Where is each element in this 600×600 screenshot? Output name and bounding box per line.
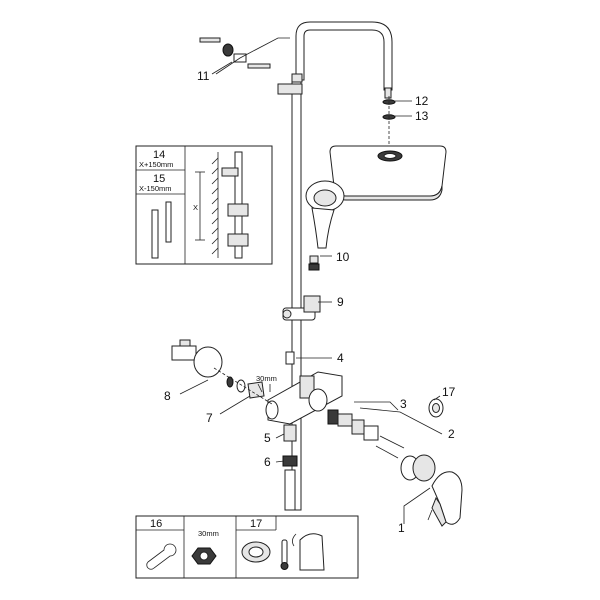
nut-6 (282, 455, 298, 467)
cap-17 (428, 398, 444, 418)
overhead-shower-head (329, 145, 447, 201)
callout-12: 12 (415, 94, 429, 108)
hand-shower-slider (282, 295, 321, 321)
callout-13: 13 (415, 109, 429, 123)
tools-label-16: 16 (150, 518, 162, 530)
callout-11: 11 (197, 69, 210, 83)
inset-spec-14: X+150mm (139, 160, 173, 169)
screw-set-11 (199, 37, 271, 69)
tools-label-17: 17 (250, 518, 262, 530)
callout-17: 17 (442, 385, 456, 399)
callout-4: 4 (337, 351, 344, 365)
inset-spec-15: X-150mm (139, 184, 172, 193)
callout-3: 3 (400, 397, 407, 411)
inset-dim-x: X (193, 203, 198, 212)
tools-panel: 16 17 30mm (135, 515, 359, 579)
inset-label-15: 15 (153, 173, 165, 185)
callout-1: 1 (398, 521, 405, 535)
inset-label-14: 14 (153, 149, 165, 161)
lever-handle-1 (427, 471, 463, 527)
hand-shower (305, 180, 345, 249)
callout-9: 9 (337, 295, 344, 309)
wall-bracket-top (277, 73, 303, 95)
seal-washer-7 (226, 376, 265, 399)
hose-seal-10 (308, 255, 320, 271)
callout-6: 6 (264, 455, 271, 469)
connector-5 (283, 424, 297, 442)
riser-insert-4 (285, 351, 295, 365)
wall-connector-8 (171, 339, 223, 378)
callout-2: 2 (448, 427, 455, 441)
leader-lines (179, 37, 443, 524)
tools-spec-30mm: 30mm (198, 529, 219, 538)
callout-8: 8 (164, 389, 171, 403)
dim-30mm-label: 30mm (256, 374, 277, 383)
callout-5: 5 (264, 431, 271, 445)
inset-extension-panel: 14 X+150mm 15 X-150mm X (135, 145, 273, 265)
cover-rosette-2 (400, 454, 436, 482)
callout-7: 7 (206, 411, 213, 425)
dim-30mm-marker (257, 383, 271, 393)
thermostat-body (265, 371, 343, 425)
callout-10: 10 (336, 250, 350, 264)
valve-assembly-3 (327, 409, 405, 459)
lower-pipe (284, 469, 296, 511)
